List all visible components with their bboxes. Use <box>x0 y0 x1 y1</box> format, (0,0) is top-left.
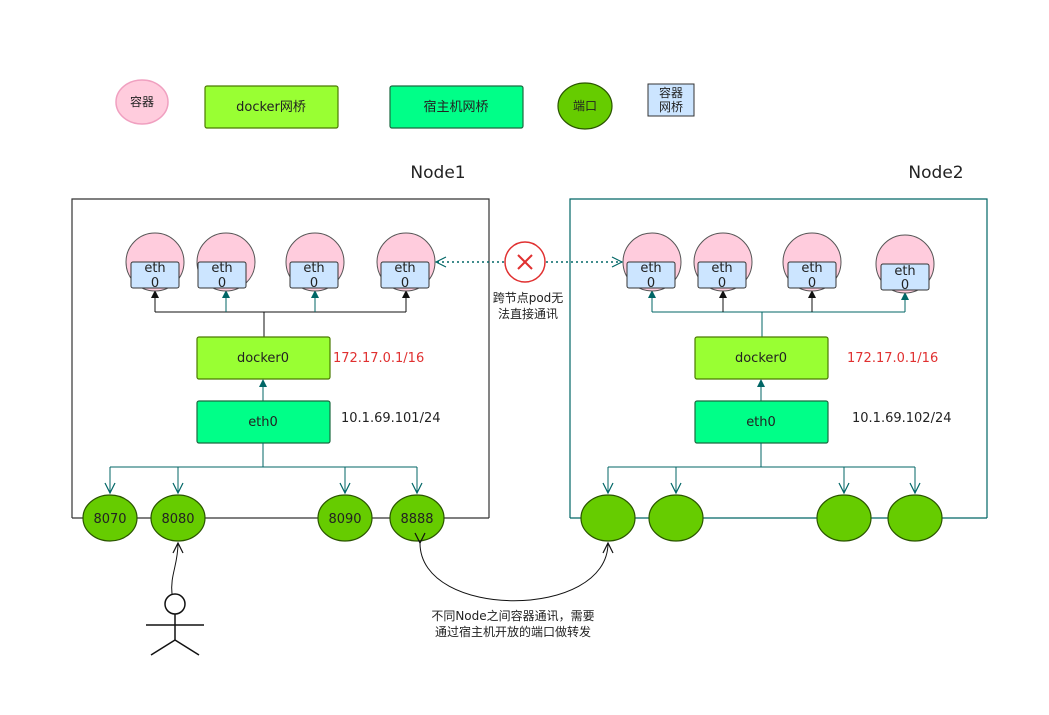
node1-container-3: eth 0 <box>285 232 345 292</box>
node2-eth0-label: eth0 <box>746 415 776 430</box>
node2-docker0-ip: 172.17.0.1/16 <box>847 351 938 366</box>
eth-label-line1: eth <box>801 261 822 276</box>
node1-container-2: eth 0 <box>196 232 256 292</box>
blocked-note-line2: 法直接通讯 <box>498 306 558 321</box>
blocked-note-line1: 跨节点pod无 <box>493 291 564 305</box>
legend-container-label: 容器 <box>130 94 154 109</box>
eth-box <box>130 261 180 289</box>
node2-docker0-label: docker0 <box>735 351 787 366</box>
eth-box <box>880 263 930 291</box>
eth-box <box>787 261 837 289</box>
eth-label-line1: eth <box>211 261 232 276</box>
legend-container-bridge-label-2: 网桥 <box>659 100 683 114</box>
blocked-icon <box>504 241 546 283</box>
eth-label-line2: 0 <box>310 276 318 291</box>
node1-eth0-label: eth0 <box>248 415 278 430</box>
node1-frame <box>71 198 490 518</box>
legend-container-bridge-label-1: 容器 <box>659 85 683 100</box>
eth-box <box>289 261 339 289</box>
port-forward-curve <box>420 543 608 602</box>
eth-label-line1: eth <box>711 261 732 276</box>
node1-container-1: eth 0 <box>125 232 185 292</box>
eth-label-line2: 0 <box>401 276 409 291</box>
legend-docker-bridge-label: docker网桥 <box>236 100 306 115</box>
legend-host-bridge-shape <box>389 85 524 129</box>
node1-port-3 <box>317 494 373 542</box>
node2-port-2 <box>648 494 704 542</box>
node1-port-1-label: 8070 <box>93 512 126 527</box>
eth-label-line2: 0 <box>218 276 226 291</box>
legend-docker-bridge-shape <box>204 85 339 129</box>
node2-eth0-ip: 10.1.69.102/24 <box>852 411 952 426</box>
node1-docker0-label: docker0 <box>237 351 289 366</box>
eth-label-line1: eth <box>394 261 415 276</box>
node2-frame <box>569 198 988 518</box>
eth-label-line1: eth <box>144 261 165 276</box>
node1-eth0-ip: 10.1.69.101/24 <box>341 411 441 426</box>
node2-port-3 <box>816 494 872 542</box>
eth-box <box>380 261 430 289</box>
node2-title: Node2 <box>908 163 963 183</box>
node2-port-1 <box>580 494 636 542</box>
legend-host-bridge-label: 宿主机网桥 <box>423 99 488 115</box>
eth-box <box>197 261 247 289</box>
legend-port-label: 端口 <box>573 99 597 113</box>
node1-docker0-ip: 172.17.0.1/16 <box>333 351 424 366</box>
eth-label-line2: 0 <box>151 276 159 291</box>
node2-container-2: eth 0 <box>693 232 753 292</box>
eth-label-line2: 0 <box>808 276 816 291</box>
eth-box <box>626 261 676 289</box>
user-figure-icon <box>146 593 204 656</box>
node1-port-4-label: 8888 <box>400 512 433 527</box>
user-to-port-arrow <box>171 543 178 595</box>
eth-label-line2: 0 <box>901 278 909 293</box>
eth-box <box>697 261 747 289</box>
legend: 容器 docker网桥 宿主机网桥 端口 容器 网桥 <box>115 79 695 130</box>
eth-label-line2: 0 <box>718 276 726 291</box>
eth-label-line2: 0 <box>647 276 655 291</box>
forward-note-line1: 不同Node之间容器通讯，需要 <box>431 608 594 623</box>
node2-container-4: eth 0 <box>875 234 935 294</box>
eth-label-line1: eth <box>303 261 324 276</box>
node1-port-1 <box>82 494 138 542</box>
eth-label-line1: eth <box>640 261 661 276</box>
node2-container-3: eth 0 <box>782 232 842 292</box>
node2-container-1: eth 0 <box>622 232 682 292</box>
legend-container-shape <box>115 79 169 125</box>
forward-note-line2: 通过宿主机开放的端口做转发 <box>435 624 591 639</box>
eth-label-line1: eth <box>894 264 915 279</box>
legend-port-shape <box>557 82 613 130</box>
node1-port-3-label: 8090 <box>328 512 361 527</box>
node1-container-4: eth 0 <box>376 232 436 292</box>
node2-port-4 <box>887 494 943 542</box>
node1-port-2 <box>150 494 206 542</box>
node1-port-2-label: 8080 <box>161 512 194 527</box>
legend-container-bridge-shape <box>647 83 695 117</box>
node1-title: Node1 <box>410 163 465 183</box>
